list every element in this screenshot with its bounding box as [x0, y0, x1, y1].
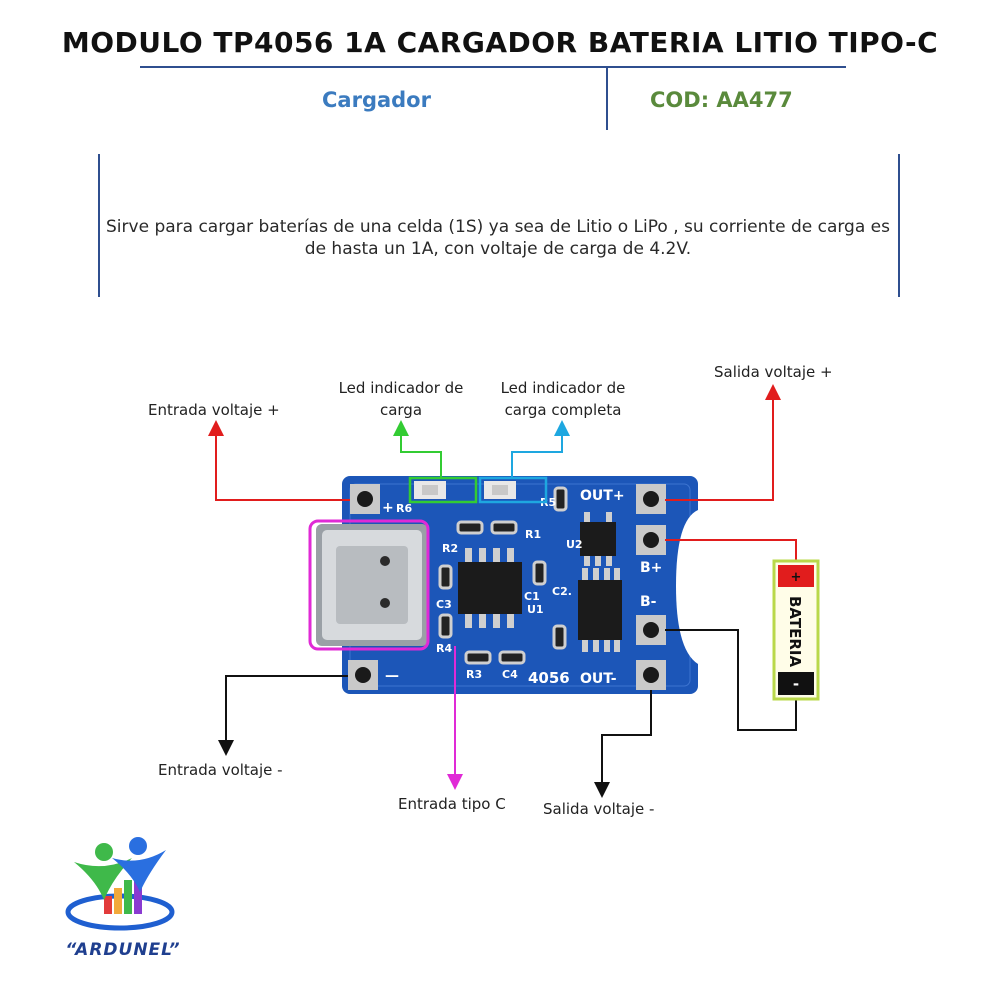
product-code: COD: AA477	[650, 88, 793, 112]
label-out-plus: Salida voltaje +	[714, 363, 833, 381]
pad-b-minus	[636, 615, 666, 645]
label-led-charge-line2: carga	[379, 401, 423, 419]
silk-u2: U2	[566, 538, 583, 551]
silk-r5: R5	[540, 496, 556, 509]
pad-b-plus	[636, 525, 666, 555]
silk-c4: C4	[502, 668, 518, 681]
arrow-out-plus	[665, 384, 781, 501]
passives	[438, 486, 568, 665]
category-label: Cargador	[322, 88, 431, 112]
led-charge-highlight	[408, 476, 478, 504]
battery-minus-label: -	[793, 675, 799, 693]
label-in-plus: Entrada voltaje +	[148, 401, 280, 419]
arrow-led-full	[511, 420, 570, 478]
pad-out-plus	[636, 484, 666, 514]
brand-name: “ARDUNEL”	[65, 940, 181, 960]
dw01-ic	[578, 568, 622, 652]
silk-r3: R3	[466, 668, 482, 681]
silk-b-minus: B-	[640, 594, 657, 610]
label-in-minus: Entrada voltaje -	[158, 761, 283, 779]
silk-minus: —	[385, 668, 399, 684]
pad-in-minus	[348, 660, 378, 690]
product-description: Sirve para cargar baterías de una celda …	[106, 217, 890, 259]
silk-out-minus: OUT-	[580, 671, 617, 687]
led-full	[484, 481, 516, 499]
silk-4056: 4056	[528, 669, 570, 687]
tp4056-ic	[458, 548, 522, 628]
silk-u1: U1	[527, 603, 544, 616]
led-charge	[414, 481, 446, 499]
arrow-led-charge	[393, 420, 442, 478]
arrow-in-minus	[218, 675, 348, 756]
silk-b-plus: B+	[640, 560, 662, 576]
battery-plus-label: +	[791, 570, 802, 585]
arrow-out-minus	[594, 690, 652, 798]
silk-r6: R6	[396, 502, 412, 515]
label-led-full-line1: Led indicador de	[500, 379, 626, 397]
silk-plus: +	[382, 500, 394, 516]
silk-c3: C3	[436, 598, 452, 611]
arrow-in-plus	[208, 420, 350, 501]
u2-ic	[580, 512, 616, 566]
usb-c-highlight	[308, 519, 430, 651]
label-out-minus: Salida voltaje -	[543, 800, 655, 818]
tp4056-board: 4056 OUT+ OUT- B+ B- + — R6 R1 R2 R3 R4 …	[316, 476, 698, 694]
silk-r2: R2	[442, 542, 458, 555]
ardunel-logo	[65, 837, 175, 931]
silk-r1: R1	[525, 528, 541, 541]
pad-in-plus	[350, 484, 380, 514]
wire-b-plus	[665, 539, 797, 562]
label-led-full-line2: carga completa	[504, 401, 622, 419]
wire-b-minus	[665, 629, 797, 731]
silk-c2: C2.	[552, 585, 572, 598]
label-type-c: Entrada tipo C	[398, 795, 506, 813]
page-title: MODULO TP4056 1A CARGADOR BATERIA LITIO …	[61, 26, 939, 59]
silk-c1: C1	[524, 590, 540, 603]
pad-out-minus	[636, 660, 666, 690]
silk-r4: R4	[436, 642, 452, 655]
battery: + - BATERIA	[772, 559, 820, 701]
label-led-charge-line1: Led indicador de	[338, 379, 464, 397]
usb-c-connector	[316, 524, 428, 646]
battery-label: BATERIA	[786, 596, 804, 667]
silk-out-plus: OUT+	[580, 488, 625, 504]
